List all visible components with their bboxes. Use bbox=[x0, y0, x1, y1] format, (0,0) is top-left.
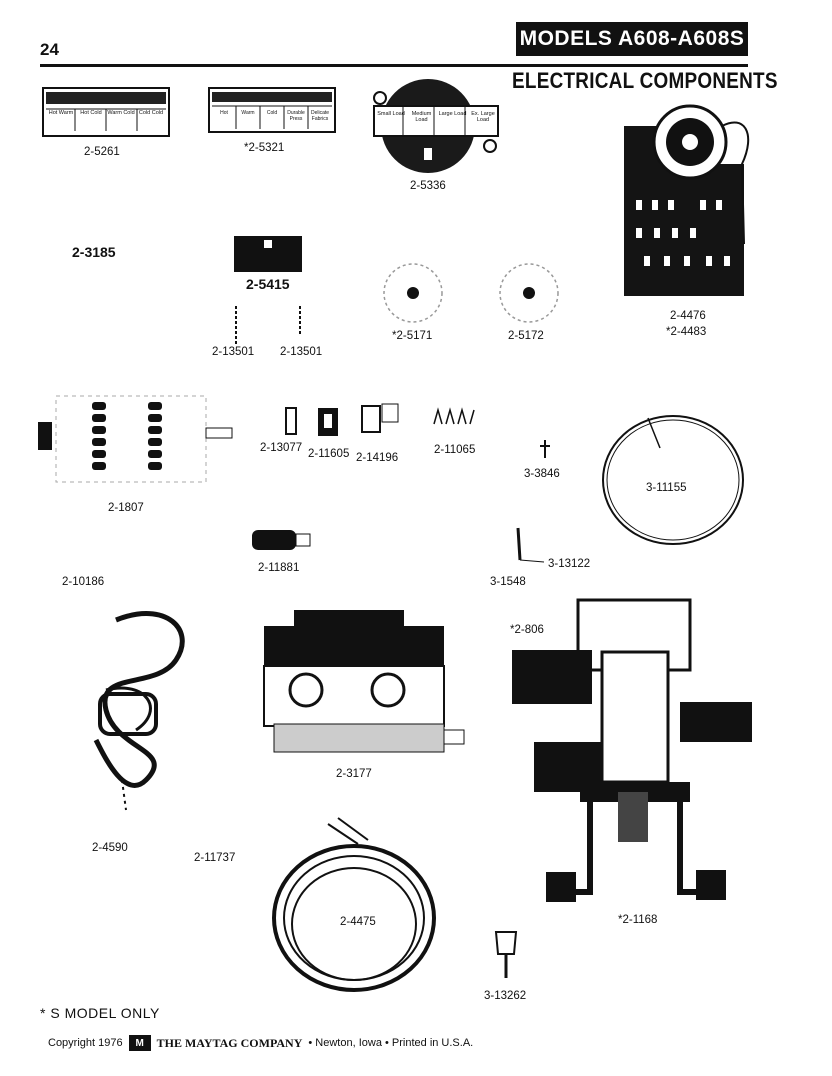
page-number: 24 bbox=[40, 40, 59, 59]
part-label: 2-13501 bbox=[212, 346, 255, 358]
part-label: 2-10186 bbox=[62, 576, 105, 588]
part-label: 2-5415 bbox=[246, 276, 290, 292]
company-name: THE MAYTAG COMPANY bbox=[156, 1035, 303, 1050]
part-label: *2-5321 bbox=[244, 142, 285, 154]
panel-5321-btn: Cold bbox=[266, 110, 278, 116]
wire-harness-4590-icon bbox=[93, 611, 185, 811]
part-label: 3-3846 bbox=[524, 468, 560, 480]
part-label: 2-11881 bbox=[258, 562, 300, 574]
part-label: 2-4475 bbox=[340, 916, 376, 928]
dial-5336-btn: Small Load bbox=[377, 111, 405, 117]
knob-5172-icon bbox=[499, 263, 559, 323]
s-model-note: * S MODEL ONLY bbox=[40, 1005, 160, 1021]
knob-5171-icon bbox=[383, 263, 443, 323]
screw-13122-icon bbox=[516, 527, 545, 563]
panel-5321-btn: Delicate Fabrics bbox=[310, 110, 330, 122]
part-label: *2-5171 bbox=[392, 330, 433, 342]
part-label: 2-4590 bbox=[92, 842, 128, 854]
part-label: 3-11155 bbox=[646, 482, 687, 494]
motor-1168-icon bbox=[512, 598, 752, 902]
models-banner: MODELS A608-A608S bbox=[516, 22, 748, 56]
panel-5261-btn: Hot Cold bbox=[80, 110, 102, 116]
part-label: 2-3185 bbox=[72, 244, 116, 260]
section-title: ELECTRICAL COMPONENTS bbox=[512, 68, 778, 93]
belt-11155-icon bbox=[602, 415, 744, 545]
dial-5336-btn: Large Load bbox=[438, 111, 467, 117]
terminal-block-5415-icon bbox=[234, 236, 302, 272]
part-label: 3-13122 bbox=[548, 558, 591, 570]
pin-3846-icon bbox=[540, 440, 550, 458]
part-label: *2-1168 bbox=[618, 914, 658, 926]
copyright-text: Copyright 1976 bbox=[48, 1037, 123, 1049]
part-label: 2-5261 bbox=[84, 146, 120, 158]
part-label: 2-5336 bbox=[410, 180, 446, 192]
part-label: 3-1548 bbox=[490, 576, 526, 588]
part-label: 2-11065 bbox=[434, 444, 476, 456]
panel-5261-btn: Warm Cold bbox=[107, 110, 135, 116]
header-rule bbox=[40, 64, 748, 67]
screw-13501-icon bbox=[235, 306, 237, 344]
part-label: 2-13077 bbox=[260, 442, 303, 454]
dial-5336-btn: Ex. Large Load bbox=[471, 111, 495, 123]
panel-5321-btn: Warm bbox=[241, 110, 255, 116]
wire-harness-4475-icon bbox=[272, 817, 436, 992]
panel-5261-btn: Cold Cold bbox=[138, 110, 164, 116]
connector-11605-icon bbox=[318, 408, 338, 436]
part-label: 2-5172 bbox=[508, 330, 544, 342]
switch-panel-5261-icon bbox=[42, 87, 170, 137]
part-label: 2-11737 bbox=[194, 852, 236, 864]
connector-14196-icon bbox=[361, 403, 399, 433]
panel-5321-btn: Hot bbox=[220, 110, 228, 116]
connector-11881-icon bbox=[252, 530, 311, 550]
part-label: 2-1807 bbox=[108, 502, 144, 514]
dial-5336-btn: Medium Load bbox=[411, 111, 432, 123]
part-label: 2-11605 bbox=[308, 448, 350, 460]
switch-panel-5321-icon bbox=[208, 87, 336, 133]
load-selector-5336-icon bbox=[373, 79, 499, 173]
part-label: 3-13262 bbox=[484, 990, 527, 1002]
terminals-11065-icon bbox=[433, 407, 475, 425]
panel-5261-btn: Hot Warm bbox=[48, 110, 74, 116]
clip-13077-icon bbox=[285, 407, 297, 435]
screw-13501-icon bbox=[299, 306, 301, 336]
location-text: • Newton, Iowa • Printed in U.S.A. bbox=[308, 1037, 474, 1049]
part-label: *2-4483 bbox=[666, 326, 707, 338]
maytag-logo-icon: M bbox=[128, 1035, 151, 1051]
part-label: 2-4476 bbox=[670, 310, 706, 322]
part-label: 2-3177 bbox=[336, 768, 372, 780]
part-label: *2-806 bbox=[510, 624, 544, 636]
switch-assembly-1807-icon bbox=[38, 395, 233, 483]
part-label: 2-13501 bbox=[280, 346, 323, 358]
timer-4476-icon bbox=[624, 104, 750, 296]
panel-5321-btn: Durable Press bbox=[287, 110, 305, 122]
water-valve-3177-icon bbox=[263, 610, 465, 753]
clip-13262-icon bbox=[494, 931, 518, 978]
part-label: 2-14196 bbox=[356, 452, 399, 464]
footer-line: Copyright 1976 M THE MAYTAG COMPANY • Ne… bbox=[48, 1035, 473, 1051]
